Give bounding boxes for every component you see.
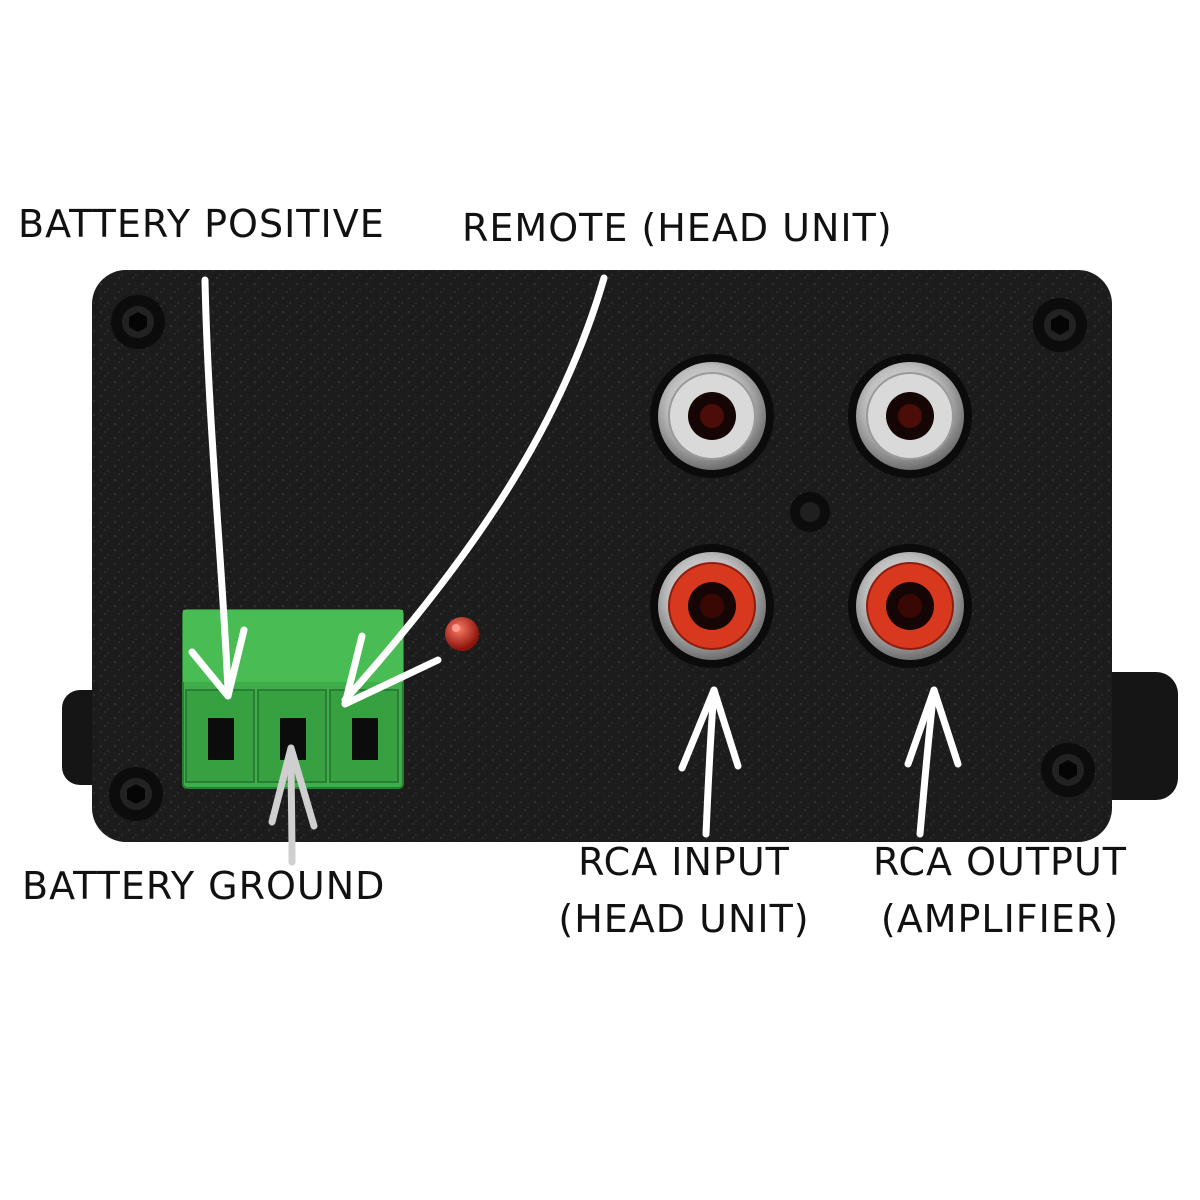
screw-icon <box>109 767 163 821</box>
rca-output-label-line1: RCA OUTPUT <box>873 840 1127 884</box>
rca-input-label-line2: (HEAD UNIT) <box>558 897 810 941</box>
arrow-rca-output <box>904 686 962 838</box>
screw-icon <box>1033 298 1087 352</box>
arrow-remote <box>341 274 608 708</box>
rca-jack-white-left <box>650 354 774 478</box>
arrow-battery-positive <box>188 276 248 700</box>
remote-head-unit-label: REMOTE (HEAD UNIT) <box>462 206 893 250</box>
terminal-hole-positive <box>208 718 234 760</box>
rca-jack-white-right <box>848 354 972 478</box>
arrow-rca-input <box>678 686 742 838</box>
battery-ground-label: BATTERY GROUND <box>22 864 386 908</box>
rca-jack-red-right <box>848 544 972 668</box>
arrow-battery-ground <box>268 744 318 866</box>
rca-input-label: RCA INPUT (HEAD UNIT) <box>558 834 809 948</box>
rca-jack-red-left <box>650 544 774 668</box>
screw-icon <box>1041 743 1095 797</box>
center-screw-icon <box>790 492 830 532</box>
rca-output-label-line2: (AMPLIFIER) <box>880 897 1120 941</box>
led-indicator-icon <box>445 617 479 651</box>
rca-input-label-line1: RCA INPUT <box>578 840 790 884</box>
terminal-hole-remote <box>352 718 378 760</box>
screw-icon <box>111 295 165 349</box>
battery-positive-label: BATTERY POSITIVE <box>18 202 385 246</box>
rca-output-label: RCA OUTPUT (AMPLIFIER) <box>873 834 1127 948</box>
